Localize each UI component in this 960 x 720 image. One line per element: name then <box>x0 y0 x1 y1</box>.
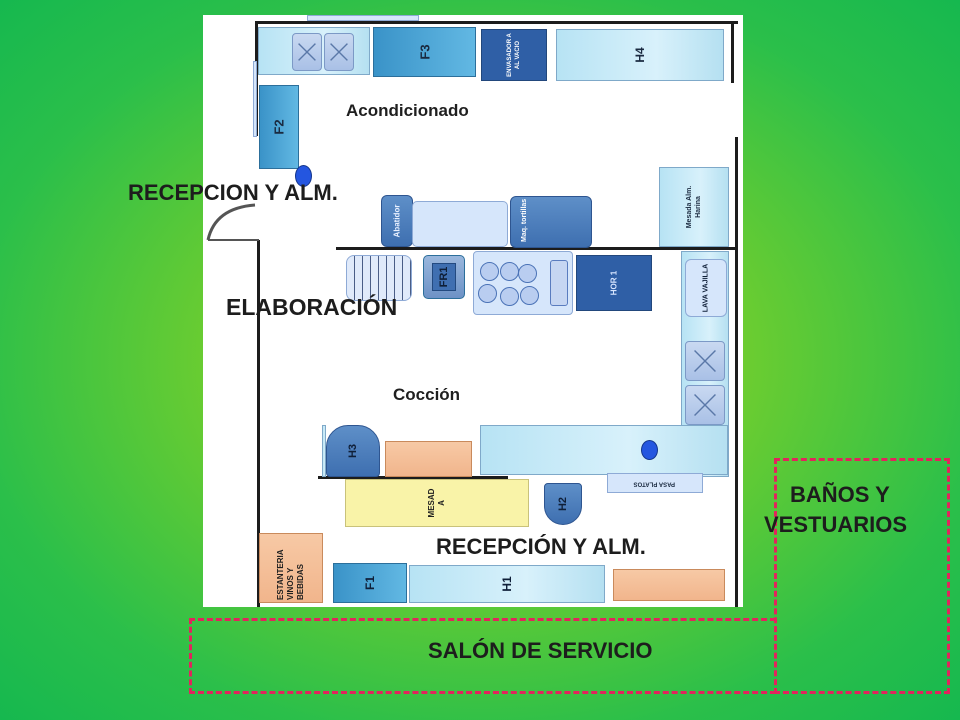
wall-kitchen-divider <box>336 247 736 250</box>
blast-chiller: Abatidor <box>381 195 413 247</box>
oven-h2: H2 <box>544 483 582 525</box>
room-label-banos-1: BAÑOS Y <box>790 482 890 507</box>
oven-h1: H1 <box>409 565 605 603</box>
room-label-coccion: Cocción <box>393 385 461 404</box>
drain-point <box>641 440 658 460</box>
door-arc <box>206 203 259 241</box>
room-label-banos-2: VESTUARIOS <box>764 512 908 537</box>
fridge-f2: F2 <box>259 85 299 169</box>
oven-h4: H4 <box>556 29 724 81</box>
pass-counter <box>480 425 728 475</box>
fridge-f1: F1 <box>333 563 407 603</box>
mesada-counter: MESAD A <box>345 479 529 527</box>
burner-icon <box>478 284 497 303</box>
floor-plan: F3 ENVASADOR A AL VACIO H4 F2 Abatidor M… <box>203 15 743 607</box>
vacuum-sealer: ENVASADOR A AL VACIO <box>481 29 547 81</box>
fridge-f3: F3 <box>373 27 476 77</box>
burner-icon <box>520 286 539 305</box>
drain-point <box>295 165 312 187</box>
wall-right-top <box>731 21 734 83</box>
room-label-recepcion-top: RECEPCION Y ALM. <box>128 180 338 205</box>
wall-left <box>257 240 260 607</box>
sink-icon <box>685 385 725 425</box>
banos-outline <box>774 458 950 694</box>
stove-control <box>550 260 568 306</box>
prep-table-orange <box>385 441 472 477</box>
sink-icon <box>685 341 725 381</box>
sink-icon <box>324 33 354 71</box>
burner-icon <box>500 262 519 281</box>
top-shelf <box>307 15 419 21</box>
burner-icon <box>518 264 537 283</box>
room-label-elaboracion: ELABORACIÓN <box>226 294 398 320</box>
fryer-panel <box>432 263 456 291</box>
wall-top <box>258 21 738 24</box>
flour-counter: Mesada Alm. Harina <box>659 167 729 247</box>
pass-through: PASA PLATOS <box>607 473 703 493</box>
oven-h3: H3 <box>326 425 380 477</box>
grill-rack <box>346 255 412 301</box>
room-label-recepcion-bottom: RECEPCIÓN Y ALM. <box>436 534 646 559</box>
bottom-shelf-orange <box>613 569 725 601</box>
sink-icon <box>292 33 322 71</box>
dishwasher: LAVA VAJILLA <box>685 259 727 317</box>
room-label-acondicionado: Acondicionado <box>346 101 469 120</box>
wall-right-mid <box>735 137 738 607</box>
work-table <box>412 201 508 247</box>
fryer-fr1: FR1 <box>423 255 465 299</box>
wall-bottom-divider <box>318 476 508 479</box>
room-label-salon: SALÓN DE SERVICIO <box>428 638 653 663</box>
stove-range <box>473 251 573 315</box>
tortilla-machine: Maq. tortillas <box>510 196 592 248</box>
wine-shelf: ESTANTERIA VINOS Y BEBIDAS <box>259 533 323 603</box>
oven-hor1: HOR 1 <box>576 255 652 311</box>
burner-icon <box>480 262 499 281</box>
h3-edge <box>322 425 326 477</box>
salon-outline <box>189 618 776 694</box>
f2-edge <box>253 61 257 137</box>
burner-icon <box>500 287 519 306</box>
